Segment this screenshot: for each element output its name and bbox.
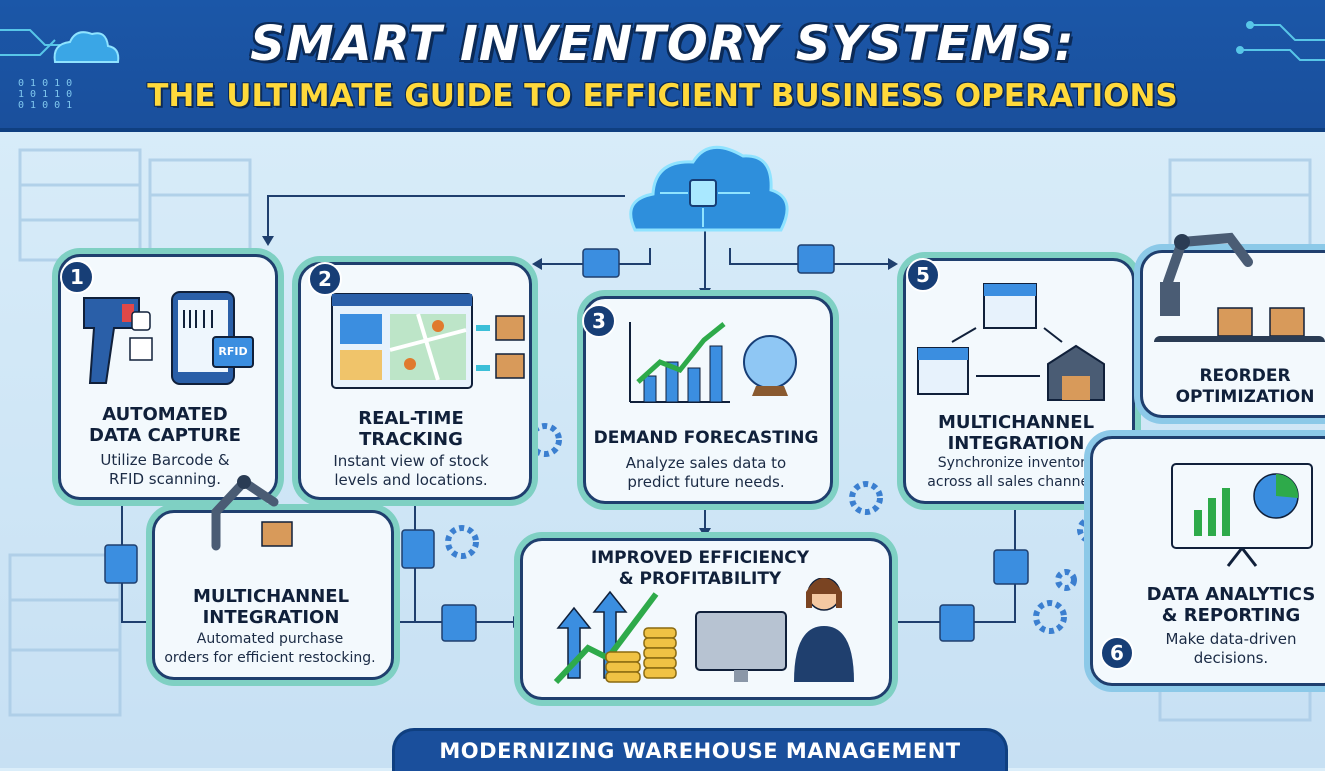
binary-text: 0 1 0 1 0 1 0 1 1 0 0 1 0 0 1 — [18, 78, 73, 111]
card-title: MULTICHANNEL INTEGRATION — [192, 586, 350, 628]
page-subtitle: THE ULTIMATE GUIDE TO EFFICIENT BUSINESS… — [147, 78, 1178, 114]
card-number-badge: 1 — [60, 260, 94, 294]
card-number-badge: 2 — [308, 262, 342, 296]
robot-arm-icon — [211, 475, 293, 551]
page-title: SMART INVENTORY SYSTEMS: — [250, 16, 1075, 72]
card-description: Instant view of stock levels and locatio… — [333, 452, 489, 489]
card-description: Analyze sales data to predict future nee… — [625, 454, 787, 491]
card-demand-forecasting[interactable] — [583, 296, 833, 504]
forecast-chart-icon — [629, 322, 797, 403]
tracking-map-icon — [331, 293, 525, 389]
footer-banner: MODERNIZING WAREHOUSE MANAGEMENT — [392, 728, 1008, 771]
card-description: Automated purchase orders for efficient … — [164, 631, 376, 666]
robot-arm-conveyor-icon — [1154, 232, 1325, 342]
cloud-icon — [53, 31, 120, 63]
card-title: MULTICHANNEL INTEGRATION — [937, 412, 1095, 454]
header-decoration — [0, 21, 1325, 63]
card-title: DEMAND FORECASTING — [593, 428, 819, 448]
stores-network-icon — [917, 283, 1105, 401]
card-title: REORDER OPTIMIZATION — [1175, 366, 1315, 407]
card-description: Make data-driven decisions. — [1165, 630, 1297, 667]
card-title: AUTOMATED DATA CAPTURE — [89, 404, 241, 446]
header-banner: 0 1 0 1 0 1 0 1 1 0 0 1 0 0 1 SMART INVE… — [0, 0, 1325, 132]
card-description: Synchronize inventory across all sales c… — [927, 455, 1105, 490]
analytics-board-icon — [1171, 463, 1313, 567]
card-title: IMPROVED EFFICIENCY & PROFITABILITY — [590, 548, 810, 589]
card-number-badge: 5 — [906, 258, 940, 292]
card-title: REAL-TIME TRACKING — [358, 408, 464, 450]
card-title: DATA ANALYTICS & REPORTING — [1146, 584, 1316, 626]
profit-growth-illustration — [553, 578, 854, 685]
rfid-tag-label: RFID — [212, 336, 254, 368]
card-description: Utilize Barcode & RFID scanning. — [100, 451, 230, 488]
card-number-badge: 6 — [1100, 636, 1134, 670]
barcode-scanner-icon — [83, 291, 235, 385]
card-number-badge: 3 — [582, 304, 616, 338]
cloud-server-icon — [629, 145, 789, 232]
footer-label: MODERNIZING WAREHOUSE MANAGEMENT — [439, 739, 961, 763]
